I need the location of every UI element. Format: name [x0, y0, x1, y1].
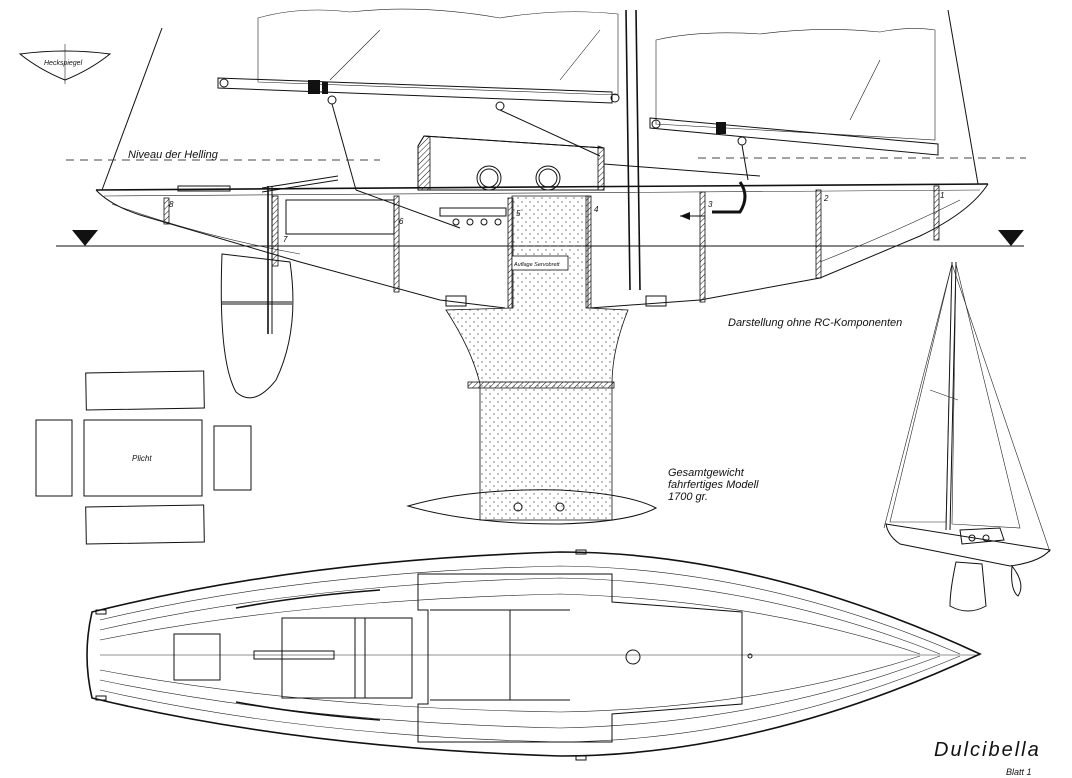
servo-board-label: Auflage Servobrett: [513, 262, 560, 268]
waterline-marker-left: [72, 230, 98, 246]
keel-fin: Auflage Servobrett: [445, 195, 629, 521]
cockpit-label: Plicht: [132, 454, 152, 463]
frame-number-6: 6: [399, 217, 404, 226]
main-boom: [217, 77, 620, 111]
weight-line-3: 1700 gr.: [668, 491, 708, 503]
slipway-level-label: Niveau der Helling: [128, 149, 219, 161]
frame-number-3: 3: [708, 200, 713, 209]
stern-panel-detail: Heckspiegel: [18, 44, 112, 84]
perspective-sketch: [883, 261, 1051, 612]
frame-number-1: 1: [940, 191, 944, 200]
frame-number-4: 4: [594, 205, 599, 214]
frame-number-2: 2: [823, 194, 829, 203]
cockpit-panels: Plicht: [35, 370, 252, 545]
keel-bulb: [406, 489, 658, 525]
total-weight-note: Gesamtgewicht fahrfertiges Modell 1700 g…: [668, 467, 759, 503]
sails-side-view: [101, 8, 979, 291]
stern-panel-label: Heckspiegel: [44, 60, 83, 67]
representation-note: Darstellung ohne RC-Komponenten: [728, 317, 902, 329]
frame-number-7: 7: [283, 235, 288, 244]
weight-line-1: Gesamtgewicht: [668, 467, 745, 479]
drawing-title: Dulcibella: [934, 739, 1041, 761]
weight-line-2: fahrfertiges Modell: [668, 479, 759, 491]
sheet-number: Blatt 1: [1006, 767, 1032, 777]
rudder: [220, 186, 294, 399]
title-block: Dulcibella Blatt 1: [934, 739, 1041, 777]
waterline-marker-right: [998, 230, 1024, 246]
hull-plan-view: [86, 549, 982, 761]
slipway-level-line: Niveau der Helling: [66, 149, 1026, 161]
frame-number-8: 8: [169, 200, 174, 209]
jib-boom: [649, 117, 939, 156]
control-lines: [331, 103, 749, 229]
hull-side-view: 8 7 6 5 4 3 2 1: [95, 135, 989, 309]
